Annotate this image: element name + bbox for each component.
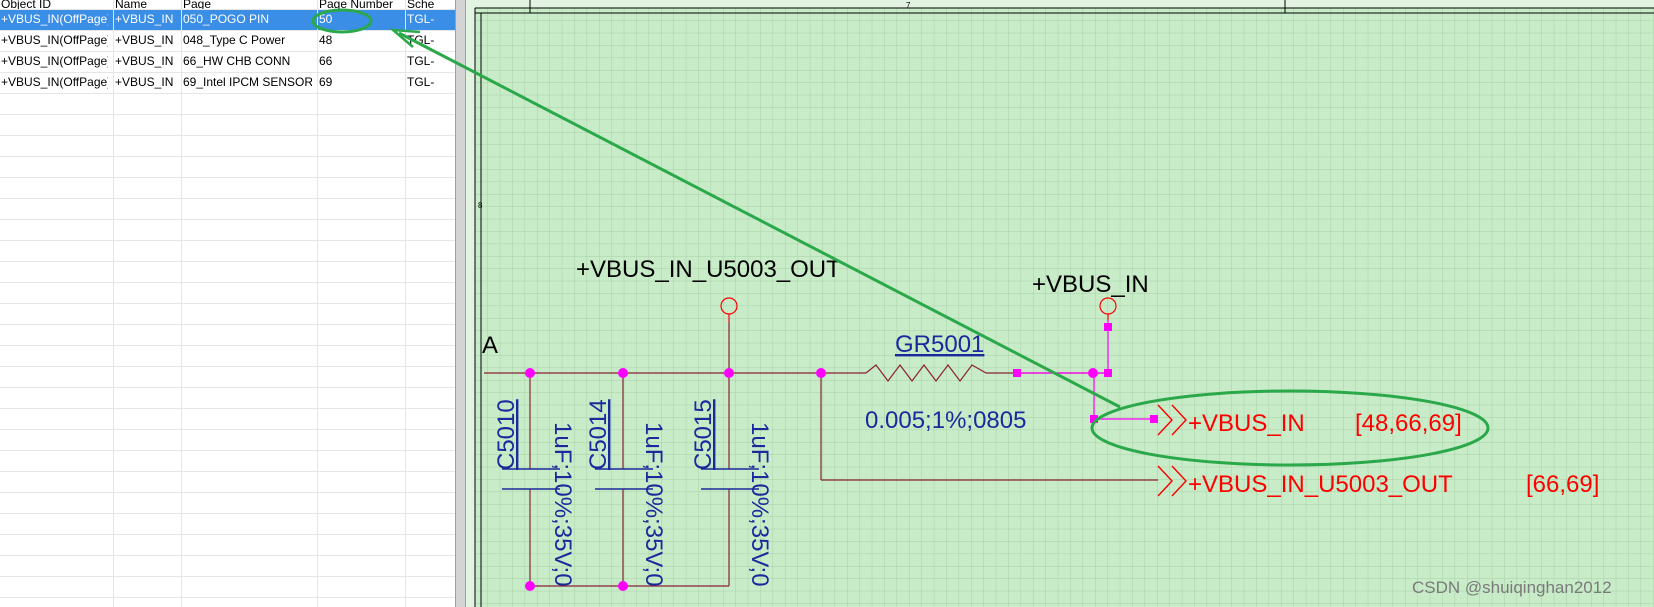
offpage-connector-refs[interactable]: [66,69] [1526, 471, 1599, 498]
capacitor-ref-c5010[interactable]: C5010 [493, 399, 520, 470]
table-row-divider [0, 576, 455, 577]
table-row-divider [0, 303, 455, 304]
cell-name[interactable]: +VBUS_IN [115, 75, 174, 89]
table-row-divider [0, 450, 455, 451]
column-header-page-number[interactable]: Page Number [319, 0, 394, 11]
table-row-divider [0, 324, 455, 325]
cell-page-number[interactable]: 66 [319, 54, 333, 68]
table-row-divider [0, 9, 455, 10]
column-header-object-id[interactable]: Object ID [1, 0, 52, 11]
border-ruler-left-label: 8 [478, 201, 483, 210]
table-row-divider [0, 555, 455, 556]
table-row-divider [0, 282, 455, 283]
table-row-divider [0, 219, 455, 220]
annotation-overlay [311, 8, 1490, 467]
column-header-name[interactable]: Name [115, 0, 148, 11]
table-row[interactable]: +VBUS_IN(OffPage) +VBUS_IN 048_Type C Po… [0, 30, 455, 51]
capacitor-ref-c5014[interactable]: C5014 [585, 399, 612, 470]
cell-name[interactable]: +VBUS_IN [115, 54, 174, 68]
resistor-symbol[interactable] [865, 364, 987, 382]
table-header: Object ID Name Page Page Number Sche [0, 0, 455, 11]
cell-page[interactable]: 66_HW CHB CONN [183, 54, 291, 68]
capacitor-ref-c5015[interactable]: C5015 [690, 399, 717, 470]
capacitor-value-c5010[interactable]: 1uF;10%;35V;0 [549, 422, 576, 587]
table-row-divider [0, 366, 455, 367]
cell-schematic[interactable]: TGL- [407, 54, 435, 68]
cell-object-id[interactable]: +VBUS_IN(OffPage) [1, 75, 108, 89]
table-row-divider [0, 177, 455, 178]
sheet-border [474, 0, 1654, 607]
offpage-connector-refs[interactable]: [48,66,69] [1355, 410, 1462, 437]
table-row-divider [0, 114, 455, 115]
offpage-connector-name[interactable]: +VBUS_IN_U5003_OUT [1188, 471, 1453, 498]
power-label-right[interactable]: +VBUS_IN [1032, 271, 1149, 298]
capacitor-value-c5014[interactable]: 1uF;10%;35V;0 [640, 422, 667, 587]
watermark: CSDN @shuiqinghan2012 [1412, 578, 1612, 597]
cell-object-id[interactable]: +VBUS_IN(OffPage) [1, 12, 108, 26]
offpage-connector-icons[interactable] [1157, 404, 1187, 497]
table-row-divider [0, 471, 455, 472]
resistor-value[interactable]: 0.005;1%;0805 [865, 407, 1026, 434]
cell-page-number[interactable]: 50 [319, 12, 333, 26]
table-row[interactable]: +VBUS_IN(OffPage) +VBUS_IN 66_HW CHB CON… [0, 51, 455, 72]
table-row-divider [0, 156, 455, 157]
cell-object-id[interactable]: +VBUS_IN(OffPage) [1, 54, 108, 68]
table-row-divider [0, 261, 455, 262]
table-row-divider [0, 492, 455, 493]
table-row-divider [0, 408, 455, 409]
cell-schematic[interactable]: TGL- [407, 33, 435, 47]
cell-page[interactable]: 69_Intel IPCM SENSOR [183, 75, 312, 89]
table-row-divider [0, 387, 455, 388]
power-label-left[interactable]: +VBUS_IN_U5003_OUT [576, 256, 841, 283]
table-row-divider [0, 513, 455, 514]
table-row-divider [0, 240, 455, 241]
column-header-schematic[interactable]: Sche [407, 0, 435, 11]
capacitor-symbols[interactable] [502, 468, 759, 490]
table-row-divider [0, 30, 455, 31]
table-row-divider [0, 135, 455, 136]
table-row[interactable]: +VBUS_IN(OffPage) +VBUS_IN 69_Intel IPCM… [0, 72, 455, 93]
table-row-divider [0, 72, 455, 73]
cell-name[interactable]: +VBUS_IN [115, 33, 174, 47]
junctions [525, 323, 1158, 591]
table-row-divider [0, 534, 455, 535]
cell-schematic[interactable]: TGL- [407, 75, 435, 89]
cell-name[interactable]: +VBUS_IN [115, 12, 174, 26]
offpage-connector-name[interactable]: +VBUS_IN [1188, 410, 1305, 437]
property-table: Object ID Name Page Page Number Sche +VB… [0, 0, 455, 607]
pane-splitter[interactable] [455, 0, 466, 607]
cell-page-number[interactable]: 69 [319, 75, 333, 89]
sheet-grid [475, 8, 1654, 607]
partial-label: A [482, 332, 498, 359]
cell-page[interactable]: 050_POGO PIN [183, 12, 270, 26]
table-row-divider [0, 429, 455, 430]
cell-object-id[interactable]: +VBUS_IN(OffPage) [1, 33, 108, 47]
cell-page[interactable]: 048_Type C Power [183, 33, 286, 47]
table-row-divider [0, 198, 455, 199]
resistor-ref[interactable]: GR5001 [895, 331, 984, 358]
cell-page-number[interactable]: 48 [319, 33, 333, 47]
table-row-divider [0, 597, 455, 598]
table-row-divider [0, 345, 455, 346]
column-header-page[interactable]: Page [183, 0, 212, 11]
cell-schematic[interactable]: TGL- [407, 12, 435, 26]
table-row-divider [0, 51, 455, 52]
table-row-divider [0, 93, 455, 94]
border-ruler-top-label: 7 [906, 1, 911, 10]
capacitor-value-c5015[interactable]: 1uF;10%;35V;0 [746, 422, 773, 587]
